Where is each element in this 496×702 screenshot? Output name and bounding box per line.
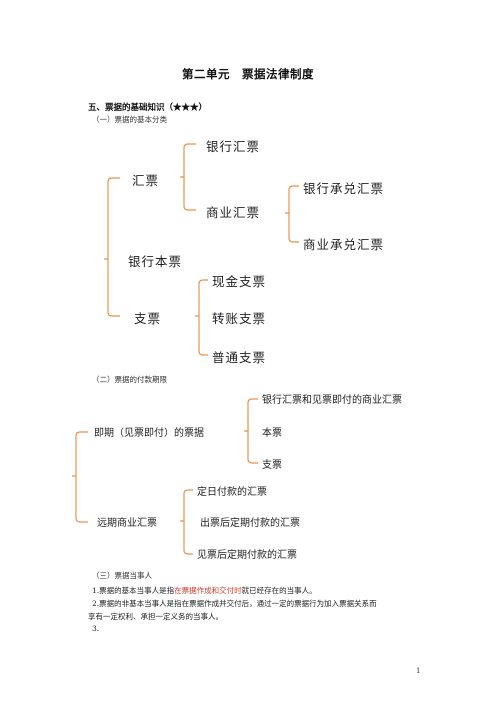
node-shangye-chengdui: 商业承兑汇票 <box>303 237 385 252</box>
node-zhuanzhang-zhipiao: 转账支票 <box>212 311 267 326</box>
subheading-parties: （三）票据当事人 <box>92 571 152 580</box>
node-yinhang-benpiao: 银行本票 <box>128 254 183 269</box>
node-yinhang-huipiao: 银行汇票 <box>206 139 261 154</box>
node-jiqi-item2: 本票 <box>262 428 282 439</box>
node-jiqi-item1: 银行汇票和见票即付的商业汇票 <box>262 395 402 406</box>
section-heading: 五、票据的基础知识（★★★） <box>88 103 208 113</box>
paragraph-1: 1.票据的基本当事人是指在票据作成和交付时就已经存在的当事人。 <box>92 585 317 596</box>
node-yinhang-chengdui: 银行承兑汇票 <box>303 181 385 196</box>
bracket-main-2 <box>72 431 88 523</box>
node-huipiao: 汇票 <box>132 173 160 188</box>
node-yuanqi-item3: 见票后定期付款的汇票 <box>197 550 297 561</box>
node-xianjin-zhipiao: 现金支票 <box>212 274 267 289</box>
paragraph-1-highlight: 在票据作成和交付时 <box>174 586 242 595</box>
subheading-payment-term: （二）票据的付款期限 <box>92 375 167 384</box>
node-shangye-huipiao: 商业汇票 <box>206 205 261 220</box>
bracket-yuanqi <box>180 489 193 555</box>
node-yuanqi-item1: 定日付款的汇票 <box>197 487 267 498</box>
node-jiqi-item3: 支票 <box>262 460 282 471</box>
node-putong-zhipiao: 普通支票 <box>212 350 267 365</box>
paragraph-2-line-1: 2.票据的非基本当事人是指在票据作成并交付后，通过一定的票据行为加入票据关系而 <box>92 599 377 608</box>
node-yuanqi: 远期商业汇票 <box>97 518 157 529</box>
bracket-zhipiao <box>195 279 208 356</box>
paragraph-1-post: 就已经存在的当事人。 <box>241 586 317 595</box>
node-jiqi: 即期（见票即付）的票据 <box>94 428 204 439</box>
bracket-shangye <box>285 185 299 243</box>
node-yuanqi-item2: 出票后定期付款的汇票 <box>200 518 300 529</box>
page-title: 第二单元 票据法律制度 <box>182 67 314 81</box>
paragraph-2-line-2: 享有一定权利、承担一定义务的当事人。 <box>88 612 223 621</box>
subheading-basic-classification: （一）票据的基本分类 <box>92 115 167 124</box>
bracket-main-1 <box>104 177 120 317</box>
paragraph-3: 3. <box>92 624 100 633</box>
bracket-huipiao <box>180 143 196 211</box>
bracket-jiqi <box>244 398 258 464</box>
page-number: 1 <box>416 667 421 675</box>
paragraph-1-pre: 1.票据的基本当事人是指 <box>92 586 175 595</box>
node-zhipiao: 支票 <box>134 311 162 326</box>
